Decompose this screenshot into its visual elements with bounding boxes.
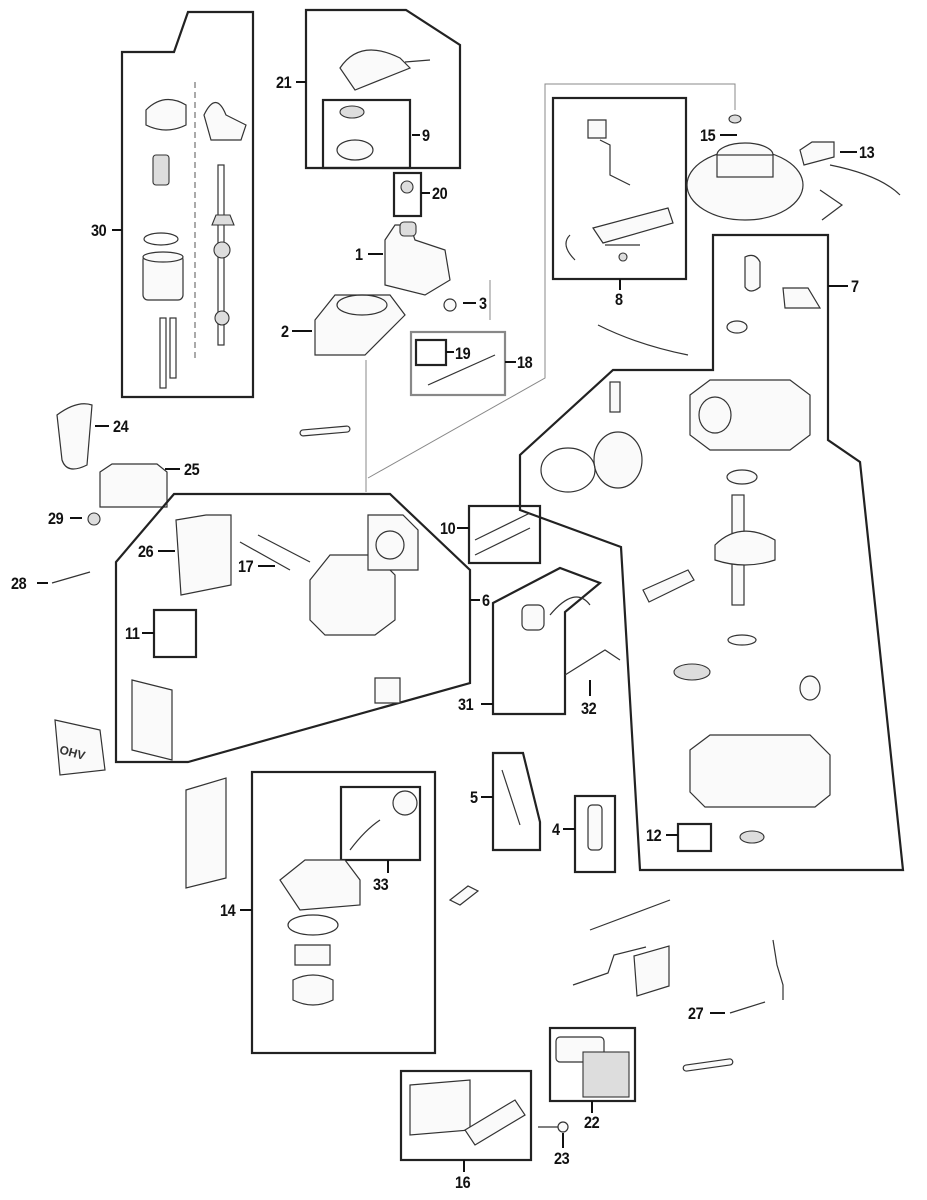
part-muffler — [99, 463, 168, 508]
part-fuel-tank — [384, 224, 451, 296]
callout-26: 26 — [138, 542, 154, 561]
callout-23: 23 — [554, 1149, 570, 1168]
callout-28: 28 — [11, 574, 27, 593]
box-dipstick — [491, 751, 542, 852]
box-drain-plug — [676, 822, 713, 853]
box-clamp — [414, 338, 448, 367]
box-air-cleaner — [399, 1069, 533, 1162]
part-solenoid — [521, 604, 545, 631]
group-cylinder-head — [114, 492, 472, 764]
part-piston-rings — [540, 447, 596, 493]
callout-16: 16 — [455, 1173, 471, 1192]
valve-cover-text: OHV — [58, 743, 87, 763]
callout-3: 3 — [479, 294, 487, 313]
group-electric-starter — [120, 10, 255, 399]
callout-24: 24 — [113, 417, 129, 436]
group-governor — [551, 96, 688, 281]
callout-19: 19 — [455, 344, 471, 363]
part-governor-plate — [633, 945, 670, 997]
box-oil-tube — [573, 794, 617, 874]
callout-22: 22 — [584, 1113, 600, 1132]
callout-11: 11 — [125, 624, 140, 643]
callout-25: 25 — [184, 460, 200, 479]
callout-6: 6 — [482, 591, 490, 610]
group-crankcase — [518, 233, 905, 872]
callout-30: 30 — [91, 221, 107, 240]
callout-31: 31 — [458, 695, 474, 714]
callout-8: 8 — [615, 290, 623, 309]
part-intake-gasket — [448, 885, 480, 906]
part-governor-spring — [729, 1001, 766, 1014]
callout-9: 9 — [422, 126, 430, 145]
callout-2: 2 — [281, 322, 289, 341]
box-primer — [339, 785, 422, 862]
callout-33: 33 — [373, 875, 389, 894]
callout-5: 5 — [470, 788, 478, 807]
callout-29: 29 — [48, 509, 64, 528]
box-carburetor — [250, 770, 437, 1055]
part-carb-gasket — [185, 777, 227, 889]
callout-27: 27 — [688, 1004, 704, 1023]
callout-12: 12 — [646, 826, 662, 845]
callout-4: 4 — [552, 820, 560, 839]
group-solenoid — [491, 566, 603, 716]
part-valve-cover — [54, 719, 106, 776]
callout-20: 20 — [432, 184, 448, 203]
part-spark-plug — [51, 571, 91, 584]
grouping-line-flywheel — [367, 83, 736, 479]
part-muffler-guard — [56, 403, 93, 470]
callout-15: 15 — [700, 126, 716, 145]
callout-17: 17 — [238, 557, 254, 576]
callout-7: 7 — [851, 277, 859, 296]
callout-13: 13 — [859, 143, 875, 162]
part-flywheel — [686, 114, 804, 221]
box-fuel-line — [409, 330, 507, 397]
callout-10: 10 — [440, 519, 456, 538]
part-blower-base — [314, 294, 406, 356]
box-fuel-filter — [392, 171, 423, 218]
callout-18: 18 — [517, 353, 533, 372]
callout-1: 1 — [355, 245, 363, 264]
box-push-rods — [467, 504, 542, 565]
callout-32: 32 — [581, 699, 597, 718]
group-recoil-starter — [304, 8, 462, 170]
part-ignition-coil — [799, 141, 835, 166]
part-piston — [593, 431, 643, 489]
part-spark-screen — [87, 512, 101, 526]
callout-21: 21 — [276, 73, 292, 92]
callout-14: 14 — [220, 901, 236, 920]
